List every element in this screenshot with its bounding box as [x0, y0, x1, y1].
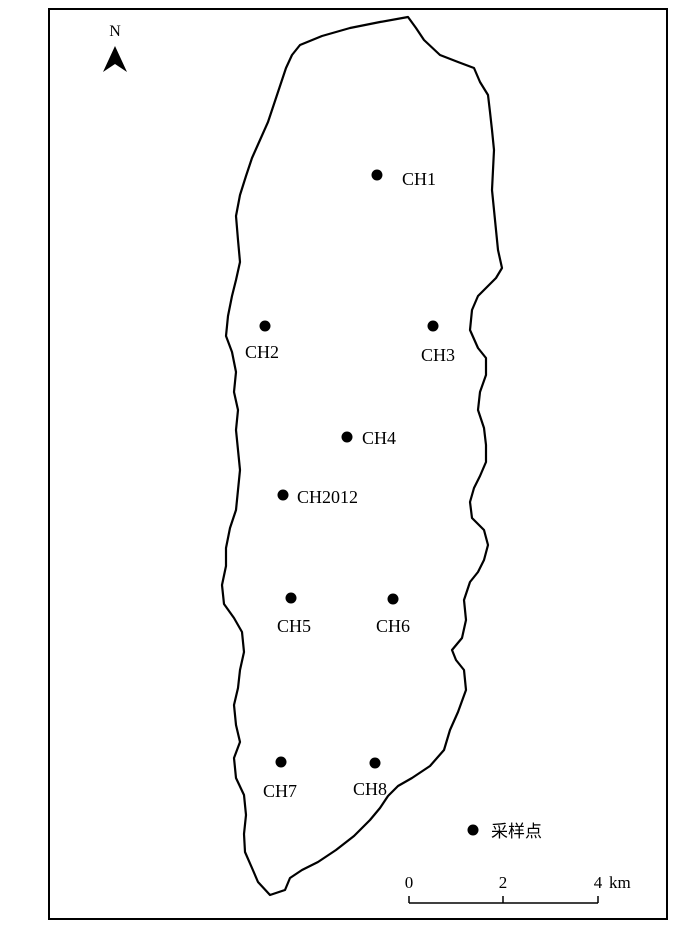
- site-ch2: CH2: [245, 320, 279, 362]
- site-ch8: CH8: [353, 757, 387, 799]
- site-label: CH4: [362, 428, 396, 448]
- site-marker: [285, 592, 297, 604]
- site-marker: [275, 756, 287, 768]
- site-label: CH6: [376, 616, 410, 636]
- legend: 采样点: [467, 822, 542, 842]
- legend-marker-icon: [467, 824, 479, 836]
- site-ch1: CH1: [371, 169, 436, 189]
- site-marker: [259, 320, 271, 332]
- site-marker: [369, 757, 381, 769]
- site-marker: [277, 489, 289, 501]
- site-ch4: CH4: [341, 428, 396, 448]
- site-marker: [387, 593, 399, 605]
- scale-label-4: 4: [594, 873, 603, 892]
- site-ch3: CH3: [421, 320, 455, 365]
- scale-label-2: 2: [499, 873, 508, 892]
- legend-label: 采样点: [491, 822, 542, 842]
- site-marker: [341, 431, 353, 443]
- site-ch2012: CH2012: [277, 487, 358, 507]
- site-label: CH5: [277, 616, 311, 636]
- scale-bar: 0 2 4 km: [405, 873, 631, 904]
- site-ch7: CH7: [263, 756, 297, 801]
- site-marker: [371, 169, 383, 181]
- north-arrow-icon: [103, 46, 127, 72]
- site-label: CH3: [421, 345, 455, 365]
- north-arrow: N: [103, 23, 127, 72]
- site-label: CH2: [245, 342, 279, 362]
- site-label: CH7: [263, 781, 297, 801]
- site-marker: [427, 320, 439, 332]
- site-ch5: CH5: [277, 592, 311, 636]
- site-label: CH2012: [297, 487, 358, 507]
- scale-label-0: 0: [405, 873, 414, 892]
- scale-unit: km: [609, 873, 631, 892]
- site-label: CH8: [353, 779, 387, 799]
- site-ch6: CH6: [376, 593, 410, 636]
- study-area-outline: [220, 15, 504, 897]
- north-label: N: [109, 23, 121, 40]
- site-label: CH1: [402, 169, 436, 189]
